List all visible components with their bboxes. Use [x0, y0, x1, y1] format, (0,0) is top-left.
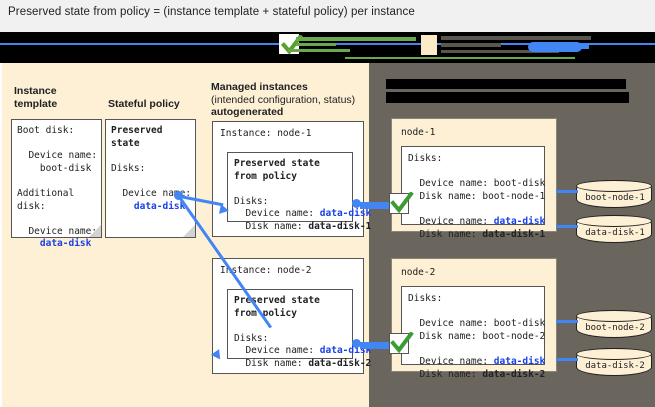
legend-band-redacted: [0, 32, 655, 63]
right-panel-header-redaction-2: [386, 92, 629, 103]
legend-gray-bar-3: [441, 50, 559, 53]
cylinder-top: [576, 180, 652, 192]
doc-fold-corner: [182, 224, 196, 238]
managed-instance-node-1-inner-text: Preserved state from policy Disks: Devic…: [234, 158, 372, 232]
disk-cylinder-boot-node-2: boot-node-2: [576, 310, 652, 338]
diagram-canvas: Instance template Boot disk: Device name…: [0, 63, 655, 407]
legend-gray-bar-1: [441, 36, 591, 40]
connector-node2-to-boot-cylinder: [556, 320, 578, 323]
connector-node2-dot: [352, 339, 361, 348]
page-title: Preserved state from policy = (instance …: [8, 6, 415, 18]
instance-template-heading: Instance template: [14, 85, 58, 110]
connector-node2-check-box: [389, 333, 409, 354]
connector-policy-to-node1-arrow: [219, 204, 230, 216]
disk-cylinder-data-disk-1: data-disk-1: [576, 215, 652, 243]
vm-node-2-disks-text: Disks: Device name: boot-disk Disk name:…: [408, 293, 546, 380]
cylinder-top: [576, 215, 652, 227]
legend-green-bar-2: [296, 43, 336, 46]
vm-node-1-disks-text: Disks: Device name: boot-disk Disk name:…: [408, 153, 546, 240]
legend-green-bar-1: [296, 37, 416, 41]
disk-cylinder-boot-node-1: boot-node-1: [576, 180, 652, 208]
cylinder-top: [576, 310, 652, 322]
managed-instances-heading: Managed instances (intended configuratio…: [211, 81, 356, 118]
cylinder-top: [576, 348, 652, 360]
stateful-policy-doc: Preserved state Disks: Device name: data…: [105, 119, 196, 238]
connector-node1-line: [360, 202, 392, 209]
connector-node1-to-data-cylinder: [556, 225, 578, 228]
connector-source-dot: [174, 191, 183, 200]
managed-instance-node-2-inner-text: Preserved state from policy Disks: Devic…: [234, 295, 372, 369]
vm-node-2-title: node-2: [401, 267, 436, 278]
right-panel-header-redaction-1: [386, 79, 626, 89]
legend-blue-pill-tail: [565, 45, 589, 49]
stateful-policy-heading: Stateful policy: [108, 98, 180, 110]
connector-node2-to-data-cylinder: [556, 358, 578, 361]
green-check-icon-node-1: [390, 192, 414, 214]
legend-green-bar-4: [345, 57, 575, 59]
instance-template-text: Boot disk: Device name: boot-disk Additi…: [17, 125, 98, 250]
managed-instance-node-2-title: Instance: node-2: [220, 265, 312, 276]
legend-green-bar-3: [288, 49, 350, 52]
vm-node-1-disks-box: Disks: Device name: boot-disk Disk name:…: [401, 146, 545, 240]
legend-blue-pill: [528, 42, 582, 52]
legend-cream-swatch: [421, 35, 437, 55]
managed-instance-node-1-inner-box: Preserved state from policy Disks: Devic…: [227, 152, 371, 232]
connector-node2-line: [360, 342, 392, 349]
connector-node1-dot: [352, 199, 361, 208]
disk-cylinder-data-disk-2: data-disk-2: [576, 348, 652, 376]
instance-template-doc: Boot disk: Device name: boot-disk Additi…: [11, 119, 102, 249]
managed-instance-node-1-title: Instance: node-1: [220, 128, 312, 139]
vm-node-2-disks-box: Disks: Device name: boot-disk Disk name:…: [401, 286, 545, 380]
managed-instance-node-1-box: Instance: node-1 Preserved state from po…: [212, 121, 371, 237]
green-check-icon-node-2: [390, 332, 414, 354]
vm-node-1-box: node-1 Disks: Device name: boot-disk Dis…: [391, 118, 557, 240]
vm-node-2-box: node-2 Disks: Device name: boot-disk Dis…: [391, 258, 557, 380]
legend-gray-bar-2: [441, 43, 501, 47]
connector-node1-check-box: [389, 193, 409, 214]
connector-node1-to-boot-cylinder: [556, 190, 578, 193]
managed-instance-node-2-inner-box: Preserved state from policy Disks: Devic…: [227, 289, 371, 369]
vm-node-1-title: node-1: [401, 127, 436, 138]
